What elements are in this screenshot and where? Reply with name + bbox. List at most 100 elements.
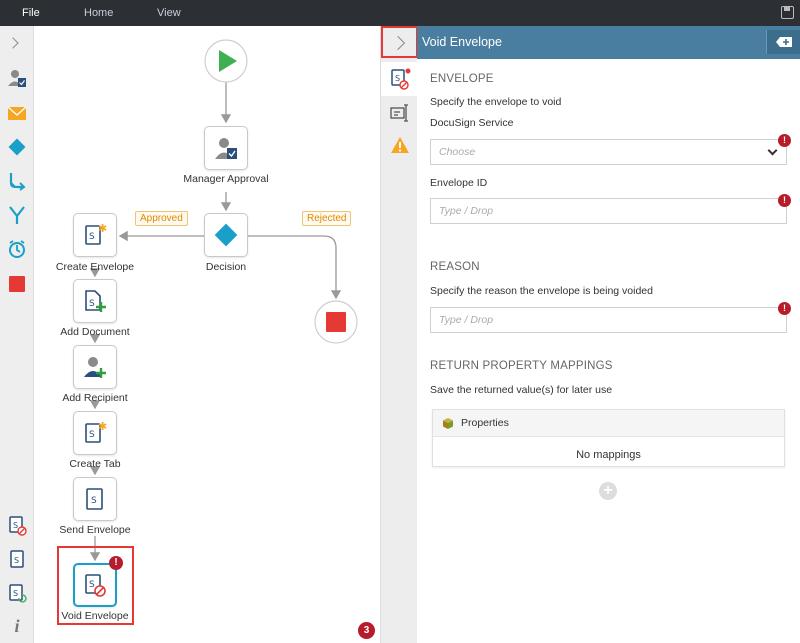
service-select-input[interactable] xyxy=(431,140,786,164)
node-add-document[interactable]: S xyxy=(73,279,117,323)
svg-text:✱: ✱ xyxy=(98,222,107,235)
label-decision: Decision xyxy=(205,261,247,273)
error-count-badge[interactable]: 3 xyxy=(358,622,375,639)
save-icon[interactable] xyxy=(781,6,794,19)
menu-view[interactable]: View xyxy=(157,7,181,19)
decision-icon xyxy=(214,223,238,247)
toolbox: S S S i xyxy=(0,26,34,643)
section-reason: REASON xyxy=(430,261,480,273)
tab-void-envelope[interactable]: S xyxy=(381,62,418,96)
node-decision[interactable] xyxy=(204,213,248,257)
reason-description: Specify the reason the envelope is being… xyxy=(430,285,653,297)
add-mapping-button[interactable]: + xyxy=(599,482,617,500)
service-select[interactable] xyxy=(430,139,787,165)
envelope-icon[interactable]: S xyxy=(7,550,27,570)
envelope-id-label: Envelope ID xyxy=(430,177,488,189)
svg-text:S: S xyxy=(89,580,95,590)
envelope-id-required-icon: ! xyxy=(778,194,791,207)
label-create-tab: Create Tab xyxy=(69,458,121,470)
no-mappings-text: No mappings xyxy=(576,449,641,461)
expand-toolbox-button[interactable] xyxy=(7,34,27,54)
refresh-envelope-icon[interactable]: S xyxy=(7,584,27,604)
reason-input[interactable] xyxy=(431,308,786,332)
stop-icon xyxy=(326,312,346,332)
node-create-envelope[interactable]: S✱ xyxy=(73,213,117,257)
properties-panel: Void Envelope ENVELOPE Specify the envel… xyxy=(417,26,800,643)
text-field-icon xyxy=(390,104,408,122)
label-send-envelope: Send Envelope xyxy=(59,524,131,536)
tab-warnings[interactable] xyxy=(385,130,415,160)
connector-rejected xyxy=(248,235,342,300)
menu-home[interactable]: Home xyxy=(84,7,114,19)
label-add-recipient: Add Recipient xyxy=(62,392,128,404)
service-label: DocuSign Service xyxy=(430,117,514,129)
svg-text:S: S xyxy=(89,232,95,242)
chevron-right-icon xyxy=(390,35,406,51)
decision-icon[interactable] xyxy=(7,137,27,157)
label-void-envelope: Void Envelope xyxy=(61,610,129,622)
tab-text-properties[interactable] xyxy=(385,98,415,128)
node-error-badge[interactable]: ! xyxy=(109,556,123,570)
properties-header[interactable]: Properties xyxy=(433,410,784,437)
svg-text:S: S xyxy=(13,589,18,598)
node-manager-approval[interactable] xyxy=(204,126,248,170)
svg-text:S: S xyxy=(13,521,18,530)
void-envelope-icon[interactable]: S xyxy=(7,516,27,536)
node-send-envelope[interactable]: S xyxy=(73,477,117,521)
node-void-envelope[interactable]: S xyxy=(73,563,117,607)
branch-approved[interactable]: Approved xyxy=(135,211,188,226)
void-envelope-icon: S xyxy=(85,574,106,597)
envelope-description: Specify the envelope to void xyxy=(430,96,562,108)
label-create-envelope: Create Envelope xyxy=(55,261,135,273)
selection-highlight xyxy=(57,546,134,625)
create-envelope-icon: S✱ xyxy=(85,222,107,245)
info-icon-label: i xyxy=(14,615,20,636)
svg-text:S: S xyxy=(91,496,97,506)
package-icon xyxy=(443,418,453,429)
service-required-icon: ! xyxy=(778,134,791,147)
add-document-icon: S xyxy=(85,290,106,312)
void-envelope-icon: S xyxy=(390,68,410,90)
flow-connectors xyxy=(89,39,358,562)
envelope-id-field[interactable] xyxy=(430,198,787,224)
return-description: Save the returned value(s) for later use xyxy=(430,384,613,396)
svg-text:S: S xyxy=(14,556,19,565)
svg-text:S: S xyxy=(89,430,95,440)
branch-rejected[interactable]: Rejected xyxy=(302,211,352,226)
envelope-id-input[interactable] xyxy=(431,199,786,223)
create-tab-icon: S✱ xyxy=(85,420,107,443)
tag-add-icon xyxy=(775,37,792,47)
menu-file[interactable]: File xyxy=(22,7,40,19)
user-task-icon xyxy=(215,138,237,159)
section-envelope: ENVELOPE xyxy=(430,73,494,85)
user-task-icon[interactable] xyxy=(7,68,27,88)
send-envelope-icon: S xyxy=(86,488,103,510)
reason-field[interactable] xyxy=(430,307,787,333)
reason-required-icon: ! xyxy=(778,302,791,315)
node-create-tab[interactable]: S✱ xyxy=(73,411,117,455)
end-icon[interactable] xyxy=(7,274,27,294)
collapse-panel-button[interactable] xyxy=(381,26,418,58)
email-icon[interactable] xyxy=(7,103,27,123)
merge-icon[interactable] xyxy=(7,205,27,225)
label-add-document: Add Document xyxy=(60,326,130,338)
property-tab-strip: S xyxy=(380,26,418,643)
panel-header: Void Envelope xyxy=(417,26,800,59)
workflow-canvas[interactable]: Manager Approval Decision Approved Rejec… xyxy=(34,26,380,643)
menu-bar: File Home View xyxy=(0,0,800,26)
properties-label: Properties xyxy=(461,417,509,429)
node-add-recipient[interactable] xyxy=(73,345,117,389)
add-recipient-icon xyxy=(84,357,106,378)
split-icon[interactable] xyxy=(7,171,27,191)
panel-title: Void Envelope xyxy=(422,35,502,49)
svg-text:✱: ✱ xyxy=(98,420,107,433)
properties-box: Properties No mappings xyxy=(432,409,785,467)
panel-action-button[interactable] xyxy=(766,30,800,54)
label-manager-approval: Manager Approval xyxy=(183,173,269,185)
svg-text:S: S xyxy=(89,299,95,309)
svg-text:S: S xyxy=(395,74,400,83)
warning-icon xyxy=(391,137,409,153)
timer-icon[interactable] xyxy=(7,239,27,259)
chevron-right-icon xyxy=(7,37,19,49)
info-icon[interactable]: i xyxy=(7,616,27,636)
